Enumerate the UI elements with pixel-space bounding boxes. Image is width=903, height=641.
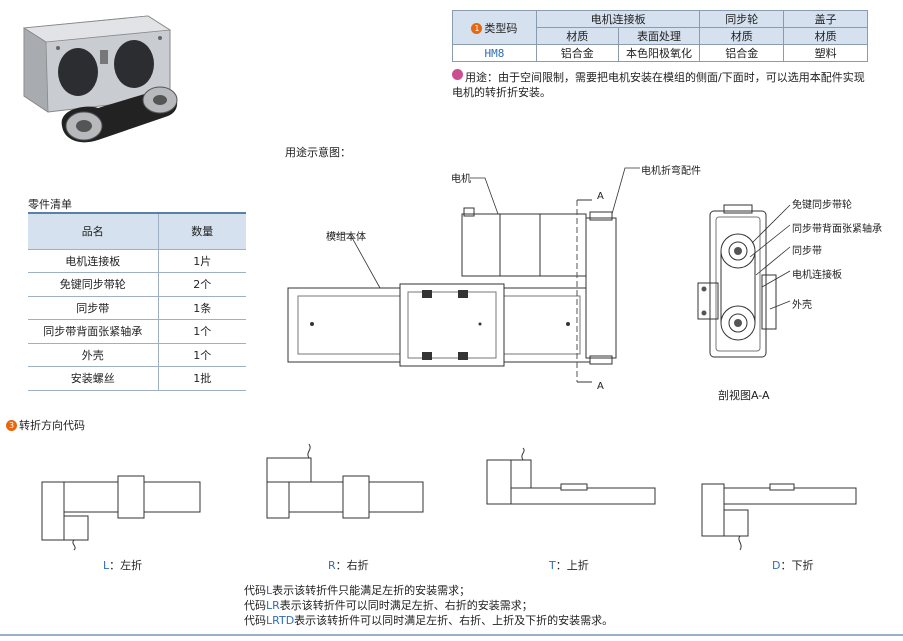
direction-r-drawing [266, 443, 424, 519]
product-photo [22, 15, 178, 143]
label-motor: 电机 [451, 174, 471, 185]
usage-text: 用途：由于空间限制，需要把电机安装在模组的侧面/下面时，可以选用本配件实现电机的… [452, 69, 865, 99]
direction-l-drawing [41, 475, 201, 551]
sub-header-material: 材质 [783, 27, 868, 45]
sub-header-material: 材质 [535, 27, 619, 45]
part-name: 安装螺丝 [28, 366, 158, 391]
part-qty: 1个 [157, 319, 246, 344]
type-code-value: HM8 [452, 44, 537, 62]
code-caption-d: D：下折 [772, 559, 814, 572]
sub-header-surface: 表面处理 [617, 27, 701, 45]
usage-diagram [287, 167, 640, 383]
number-3-icon: 3 [6, 420, 17, 431]
label-belt: 同步带 [792, 246, 822, 257]
spec-cell: 铝合金 [535, 44, 619, 62]
label-bracket: 电机折弯配件 [641, 166, 701, 177]
part-name: 同步带 [28, 296, 158, 320]
section-drawing [697, 204, 791, 358]
label-plate: 电机连接板 [792, 270, 842, 281]
section-mark-top: A [597, 191, 604, 202]
section-mark-bottom: A [597, 381, 604, 392]
direction-t-drawing [486, 447, 656, 505]
part-name: 电机连接板 [28, 249, 158, 273]
label-section-caption: 剖视图A-A [718, 389, 770, 402]
label-module-body: 模组本体 [326, 232, 366, 243]
code-caption-l: L：左折 [103, 559, 143, 572]
part-qty: 1条 [157, 296, 246, 320]
col-header-cover: 盖子 [783, 10, 868, 28]
code-notes: 代码L表示该转折件只能满足左折的安装需求； 代码LR表示该转折件可以同时满足左折… [244, 583, 613, 628]
parts-header-qty: 数量 [157, 212, 246, 250]
part-name: 外壳 [28, 343, 158, 367]
code-caption-t: T：上折 [549, 559, 589, 572]
direction-d-drawing [701, 483, 857, 551]
usage-icon [452, 69, 463, 80]
parts-title: 零件清单 [28, 198, 72, 211]
parts-header-name: 品名 [28, 212, 158, 250]
label-tension-bearing: 同步带背面张紧轴承 [792, 224, 882, 235]
note-line: 代码L表示该转折件只能满足左折的安装需求； [244, 584, 471, 597]
spec-cell: 塑料 [783, 44, 868, 62]
label-shell: 外壳 [792, 300, 812, 311]
bottom-rule [0, 634, 903, 636]
part-qty: 2个 [157, 272, 246, 297]
part-qty: 1片 [157, 249, 246, 273]
col-header-plate: 电机连接板 [535, 10, 701, 28]
part-qty: 1批 [157, 366, 246, 391]
col-header-pulley: 同步轮 [699, 10, 785, 28]
label-pulley: 免键同步带轮 [792, 200, 852, 211]
code-caption-r: R：右折 [328, 559, 369, 572]
note-line: 代码LRTD表示该转折件可以同时满足左折、右折、上折及下折的安装需求。 [244, 614, 614, 627]
part-qty: 1个 [157, 343, 246, 367]
sub-header-material: 材质 [699, 27, 785, 45]
part-name: 同步带背面张紧轴承 [28, 319, 158, 344]
number-1-icon: 1 [471, 22, 483, 34]
spec-cell: 本色阳极氧化 [617, 44, 701, 62]
spec-cell: 铝合金 [699, 44, 785, 62]
note-line: 代码LR表示该转折件可以同时满足左折、右折的安装需求； [244, 599, 533, 612]
part-name: 免键同步带轮 [28, 272, 158, 297]
diagram-title: 用途示意图： [285, 146, 351, 159]
